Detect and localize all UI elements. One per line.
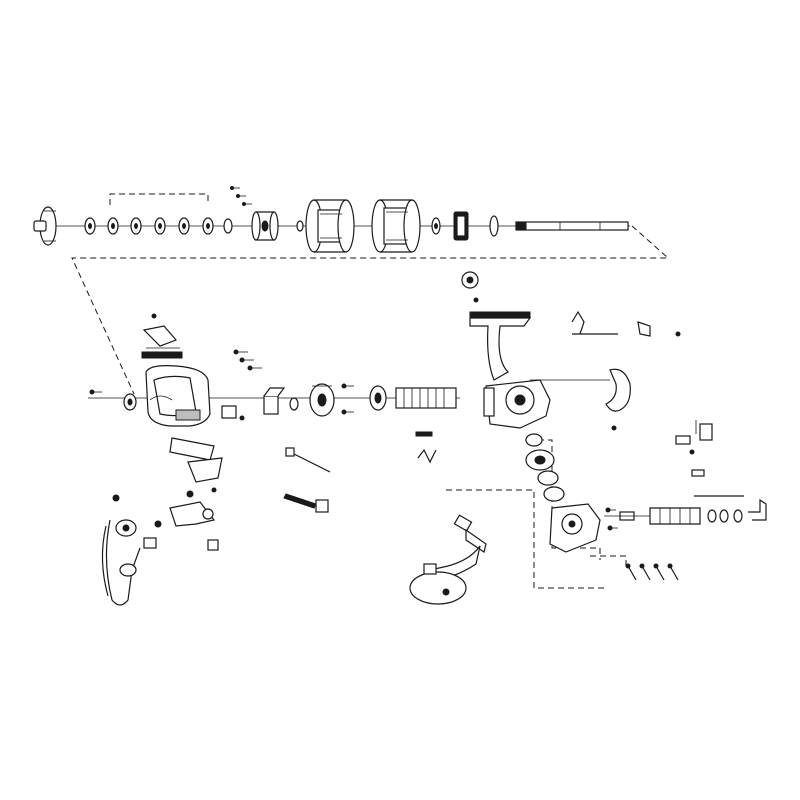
crank-arm-rod — [571, 310, 618, 335]
small-ring — [289, 397, 299, 411]
rotor-nut-assembly — [309, 383, 335, 417]
line-roller-parts — [221, 405, 245, 421]
anti-reverse-parts — [675, 420, 713, 477]
drag-knob — [33, 206, 57, 246]
bail-spring — [283, 493, 317, 509]
bail-nut — [315, 499, 329, 513]
clip-bar — [415, 431, 433, 437]
bail-wire-assembly — [101, 494, 162, 606]
main-shaft — [515, 221, 629, 231]
small-washer-top — [296, 220, 304, 232]
spool-shaft-washer — [489, 215, 499, 237]
drag-gear — [453, 211, 469, 241]
ball-bearing — [369, 385, 387, 411]
small-screws-top — [230, 186, 252, 206]
rotor-cover-group — [88, 313, 460, 493]
reel-body-frame — [461, 271, 551, 429]
spool-shallow — [305, 199, 355, 253]
bail-arm-lower — [169, 437, 223, 493]
housing-screws — [605, 507, 618, 531]
washer-stack-bracket — [109, 193, 209, 205]
bail-arm-upper — [141, 313, 183, 359]
pinion-bearing — [263, 387, 286, 415]
rotor-nut — [123, 393, 137, 411]
long-screws — [590, 555, 679, 581]
spool-washer — [431, 217, 441, 235]
drive-gear-stack — [525, 433, 565, 502]
rotor-screws — [233, 349, 262, 371]
spool-clip — [223, 218, 233, 234]
rotor-body — [145, 365, 211, 427]
spring-clip — [417, 448, 437, 464]
screws-middle — [341, 383, 354, 415]
spool-deep — [371, 199, 421, 253]
body-cover — [605, 368, 631, 431]
bail-wire-rod — [285, 447, 331, 473]
crank-knob-small — [637, 321, 681, 337]
pinion-gear — [395, 387, 457, 409]
crank-handle — [409, 514, 487, 605]
shaft-connector-dashed — [71, 225, 670, 395]
small-screw-left — [89, 389, 102, 395]
spool-assembly-row — [33, 186, 630, 253]
bail-arm-bracket — [169, 490, 219, 551]
drag-washers — [84, 217, 214, 235]
gear-housing — [549, 503, 601, 553]
oscillation-rod — [619, 495, 767, 525]
gear-box-bracket — [446, 439, 604, 589]
spool-bearing-housing — [251, 211, 279, 241]
